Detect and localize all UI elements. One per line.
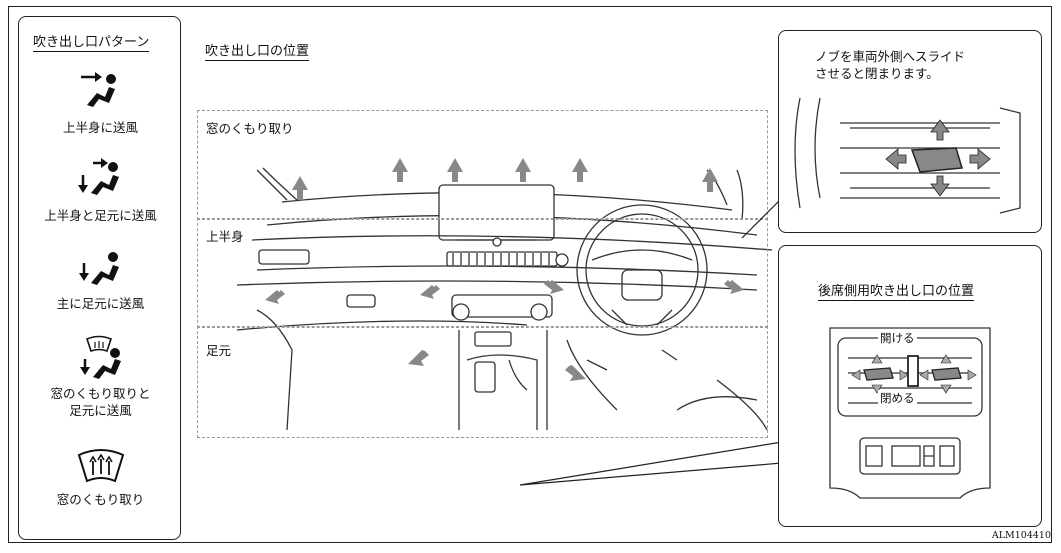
knob-detail-box [778,30,1042,233]
rear-open-label: 開ける [878,330,917,346]
pattern-label: 窓のくもり取り [56,492,145,507]
defrost-feet-vent-icon [79,335,121,379]
pattern-label: 窓のくもり取りと 足元に送風 [50,386,151,418]
pattern-upper-feet: 上半身と足元に送風 [19,157,182,224]
figure-frame [8,6,1052,543]
figure-code: ALM104410 [991,530,1051,541]
zone-feet [197,326,768,438]
upper-body-vent-icon [80,72,116,107]
zone-upper-body [197,218,768,328]
zone-defrost [197,110,768,220]
rear-vent-box [778,245,1042,527]
front-vent-illustration [794,97,1021,214]
dashboard-illustration [236,158,772,431]
pattern-upper-body: 上半身に送風 [19,69,182,136]
upper-feet-vent-icon [77,158,119,195]
pattern-defrost-feet: 窓のくもり取りと 足元に送風 [19,335,182,419]
pattern-feet: 主に足元に送風 [19,245,182,312]
rear-vent-title: 後席側用吹き出し口の位置 [818,284,975,301]
pattern-defrost: 窓のくもり取り [19,445,182,508]
rear-close-label: 閉める [878,390,917,406]
rear-vent-illustration [829,327,991,499]
knob-note-text: ノブを車両外側へスライド させると閉まります。 [815,49,966,81]
vent-position-title: 吹き出し口の位置 [205,44,310,61]
pattern-label: 主に足元に送風 [56,296,145,311]
zone-defrost-label: 窓のくもり取り [206,121,294,136]
vent-pattern-title: 吹き出し口パターン [33,35,150,52]
defrost-icon [77,449,124,483]
zone-feet-label: 足元 [206,343,232,358]
feet-vent-icon [78,252,119,285]
pattern-label: 上半身に送風 [62,120,138,135]
zone-upper-body-label: 上半身 [206,229,244,244]
vent-pattern-panel: 吹き出し口パターン 上半身に送風 上半身と足元に送風 主に足元に送 [18,16,181,540]
pattern-label: 上半身と足元に送風 [44,208,157,223]
